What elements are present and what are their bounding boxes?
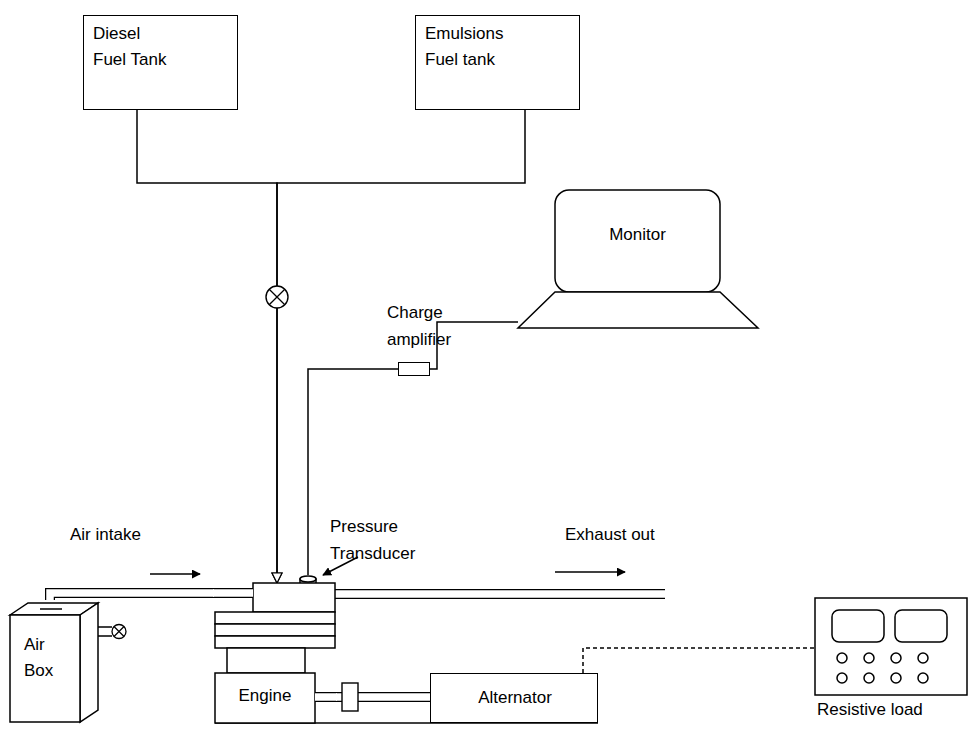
outline-part	[227, 648, 305, 673]
outline-part	[918, 673, 928, 683]
connector-line	[277, 110, 525, 583]
air-valve-cross	[114, 627, 124, 637]
outline-part	[555, 190, 720, 292]
outline-part	[215, 636, 335, 648]
outline-part	[815, 598, 967, 695]
outline-part	[80, 603, 98, 722]
air-box: Air Box	[10, 600, 98, 722]
shape-outline	[815, 598, 967, 695]
outline-part	[891, 673, 901, 683]
outline-part	[267, 576, 281, 584]
outline-part	[315, 693, 337, 701]
shaft-coupling	[342, 683, 358, 711]
connector-line	[137, 110, 277, 583]
flow-label: Air intake	[70, 524, 141, 546]
connector	[583, 648, 815, 673]
exhaust-flow-arrow	[555, 571, 625, 573]
outline-part	[518, 292, 758, 328]
outline-part	[215, 673, 315, 723]
outline-part	[832, 610, 884, 642]
connector-line	[583, 648, 815, 673]
outline-part	[215, 624, 335, 636]
outline-part	[315, 692, 336, 702]
node-label: Alternator	[431, 685, 599, 711]
pipe-bore	[50, 593, 215, 600]
outline-part	[214, 588, 253, 598]
fuel-tank: Emulsions Fuel tank	[415, 15, 580, 110]
engine: Engine	[215, 583, 335, 723]
exhaust-pipe	[335, 589, 665, 599]
outline-part	[40, 608, 62, 610]
outline-part	[895, 610, 947, 642]
node-label: Resistive load	[817, 697, 967, 723]
outline-part	[300, 576, 316, 582]
outline-part	[215, 612, 335, 624]
node-label: Air Box	[24, 632, 74, 685]
exhaust-pipe-bore	[334, 590, 666, 598]
flow-label: Exhaust out	[565, 524, 655, 546]
shape-outline	[518, 190, 758, 330]
air-valve-pipe	[98, 627, 112, 636]
air-valve	[112, 625, 126, 639]
pipe-wall	[50, 593, 215, 600]
monitor: Monitor	[518, 190, 758, 330]
resistive-load: Resistive load	[815, 598, 967, 695]
outline-part	[864, 673, 874, 683]
outline-part	[891, 653, 901, 663]
outline-part	[837, 653, 847, 663]
fuel-valve	[266, 286, 288, 308]
outline-part	[837, 673, 847, 683]
connector	[137, 110, 277, 583]
fuel-tank: Diesel Fuel Tank	[83, 15, 238, 110]
outline-part	[918, 653, 928, 663]
node-label: Engine	[215, 683, 315, 709]
air-flow-arrow	[150, 573, 200, 575]
connector	[277, 110, 525, 583]
node-label: Charge amplifier	[387, 300, 482, 353]
node-label: Emulsions Fuel tank	[425, 21, 520, 74]
outline-part	[864, 653, 874, 663]
shape-outline	[10, 600, 98, 722]
connector	[50, 593, 215, 600]
fuel-valve-cross	[269, 289, 285, 305]
alternator: Alternator	[430, 673, 598, 723]
outline-part	[213, 589, 253, 597]
charge-amplifier: Charge amplifier	[398, 362, 430, 376]
node-label: Diesel Fuel Tank	[93, 21, 173, 74]
node-label: Monitor	[555, 222, 720, 248]
outline-part	[253, 583, 335, 612]
outline-part	[10, 615, 80, 722]
node-label: Pressure Transducer	[330, 514, 440, 567]
